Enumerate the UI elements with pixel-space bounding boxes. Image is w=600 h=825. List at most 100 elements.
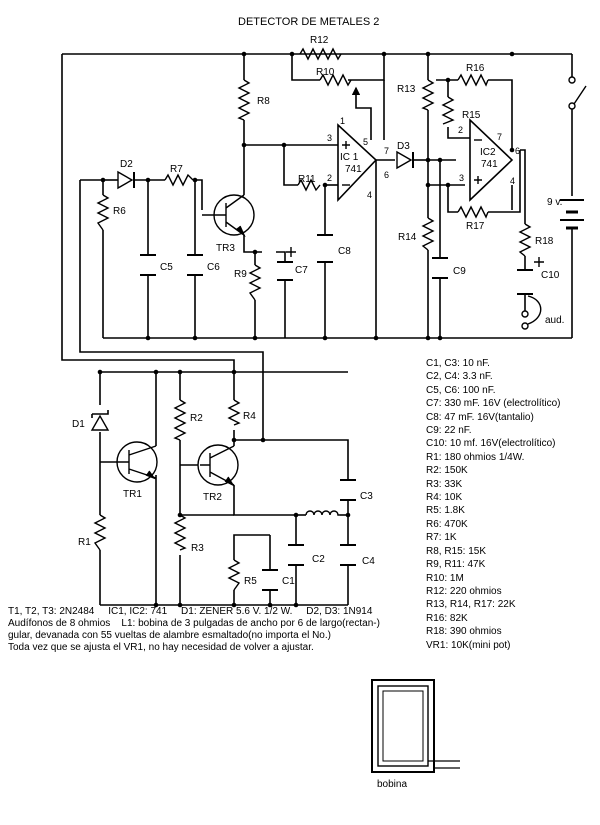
parts-list-item: R9, R11: 47K: [426, 559, 486, 571]
label-r3: R3: [191, 543, 204, 554]
polarity-marks: [286, 247, 544, 267]
resistor-r17: [457, 205, 489, 219]
note-line: Audífonos de 8 ohmios L1: bobina de 3 pu…: [8, 618, 380, 629]
capacitor-c8: [317, 234, 333, 263]
resistor-r9: [248, 264, 262, 301]
resistor-r11: [297, 178, 321, 192]
label-r15: R15: [462, 110, 481, 121]
label-r14: R14: [398, 232, 417, 243]
parts-list-item: R4: 10K: [426, 492, 463, 504]
parts-list-item: R5: 1.8K: [426, 505, 465, 517]
parts-list-item: R1: 180 ohmios 1/4W.: [426, 451, 525, 463]
label-ic2-num: 741: [481, 159, 498, 170]
transistors: [100, 194, 255, 487]
label-r13: R13: [397, 84, 416, 95]
note-line: T1, T2, T3: 2N2484 IC1, IC2: 741 D1: ZEN…: [8, 606, 373, 617]
parts-list-item: C10: 10 mf. 16V(electrolítico): [426, 438, 556, 450]
diagram-title: DETECTOR DE METALES 2: [238, 16, 380, 28]
resistor-r15: [441, 96, 455, 125]
label-r16: R16: [466, 63, 485, 74]
parts-list-item: C8: 47 mF. 16V(tantalio): [426, 411, 534, 423]
label-c7: C7: [295, 265, 308, 276]
resistor-r13: [421, 79, 435, 111]
diode-d3: [396, 150, 414, 170]
label-r1: R1: [78, 537, 91, 548]
label-d3: D3: [397, 141, 410, 152]
resistor-r4: [227, 399, 241, 426]
label-c1: C1: [282, 576, 295, 587]
resistor-r7: [164, 173, 194, 187]
pin-ic1-1: 1: [340, 116, 345, 126]
label-d1: D1: [72, 419, 85, 430]
parts-list-item: R8, R15: 15K: [426, 545, 487, 557]
parts-list-item: R18: 390 ohmios: [426, 626, 502, 638]
label-c10: C10: [541, 270, 560, 281]
label-r4: R4: [243, 411, 256, 422]
parts-list-item: VR1: 10K(mini pot): [426, 639, 511, 651]
label-tr2: TR2: [203, 492, 222, 503]
label-c6: C6: [207, 262, 220, 273]
pin-ic1-4: 4: [367, 190, 372, 200]
pin-ic1-6: 6: [384, 170, 389, 180]
capacitor-c6: [187, 254, 203, 276]
pin-ic1-3: 3: [327, 133, 332, 143]
label-r5: R5: [244, 576, 257, 587]
transistor-tr2: [197, 444, 239, 487]
resistor-r10: [319, 73, 352, 87]
capacitor-c2: [288, 544, 304, 566]
pin-ic2-2: 2: [458, 125, 463, 135]
junctions: [97, 51, 515, 608]
resistor-r6: [96, 194, 110, 231]
pin-ic2-7: 7: [497, 132, 502, 142]
capacitor-c7: [277, 261, 293, 281]
label-r17: R17: [466, 221, 485, 232]
resistor-r2: [173, 399, 187, 441]
inductor-l1: [305, 510, 340, 516]
parts-list-item: C7: 330 mF. 16V (electrolítico): [426, 398, 561, 410]
parts-list-item: R10: 1M: [426, 572, 464, 584]
pin-ic1-2: 2: [327, 173, 332, 183]
pin-ic2-4: 4: [510, 176, 515, 186]
label-c5: C5: [160, 262, 173, 273]
parts-list-item: R3: 33K: [426, 478, 463, 490]
label-r12: R12: [310, 35, 329, 46]
pin-ic2-3: 3: [459, 173, 464, 183]
parts-list-item: C1, C3: 10 nF.: [426, 358, 490, 369]
capacitor-c1: [262, 569, 278, 591]
label-ic2: IC2: [480, 147, 496, 158]
note-line: Toda vez que se ajusta el VR1, no hay ne…: [8, 642, 314, 653]
label-r2: R2: [190, 413, 203, 424]
labels: R12 R10 R8 R13 R16 R15 D2 R7 R6 TR3 C5 C…: [72, 35, 564, 790]
label-r6: R6: [113, 206, 126, 217]
transistor-tr1: [100, 441, 158, 483]
parts-list: C1, C3: 10 nF. C2, C4: 3.3 nF. C5, C6: 1…: [426, 357, 561, 652]
label-tr3: TR3: [216, 243, 235, 254]
resistors: [93, 73, 532, 591]
opamp-ic1: [337, 123, 378, 203]
resistor-r5: [227, 559, 241, 591]
capacitor-c4: [340, 544, 356, 566]
label-ic1: IC 1: [340, 152, 359, 163]
label-battery: 9 v.: [547, 197, 562, 208]
label-c8: C8: [338, 246, 351, 257]
label-c3: C3: [360, 491, 373, 502]
label-r10: R10: [316, 67, 335, 78]
parts-list-item: R16: 82K: [426, 612, 468, 624]
diode-d2: [117, 170, 135, 190]
parts-list-item: C9: 22 nF.: [426, 425, 472, 437]
resistor-r14: [421, 217, 435, 251]
resistor-r1: [93, 514, 107, 551]
wires: [61, 53, 573, 606]
label-c4: C4: [362, 556, 375, 567]
resistor-r8: [237, 79, 251, 121]
battery: [560, 199, 584, 230]
transistor-tr3: [202, 194, 255, 238]
label-c9: C9: [453, 266, 466, 277]
opamp-signs: [342, 139, 482, 186]
note-line: gular, devanada con 55 vueltas de alambr…: [8, 630, 331, 641]
resistor-r16: [457, 73, 489, 87]
resistor-r12-top: [299, 47, 342, 61]
parts-list-item: R13, R14, R17: 22K: [426, 599, 516, 611]
label-r18: R18: [535, 236, 554, 247]
